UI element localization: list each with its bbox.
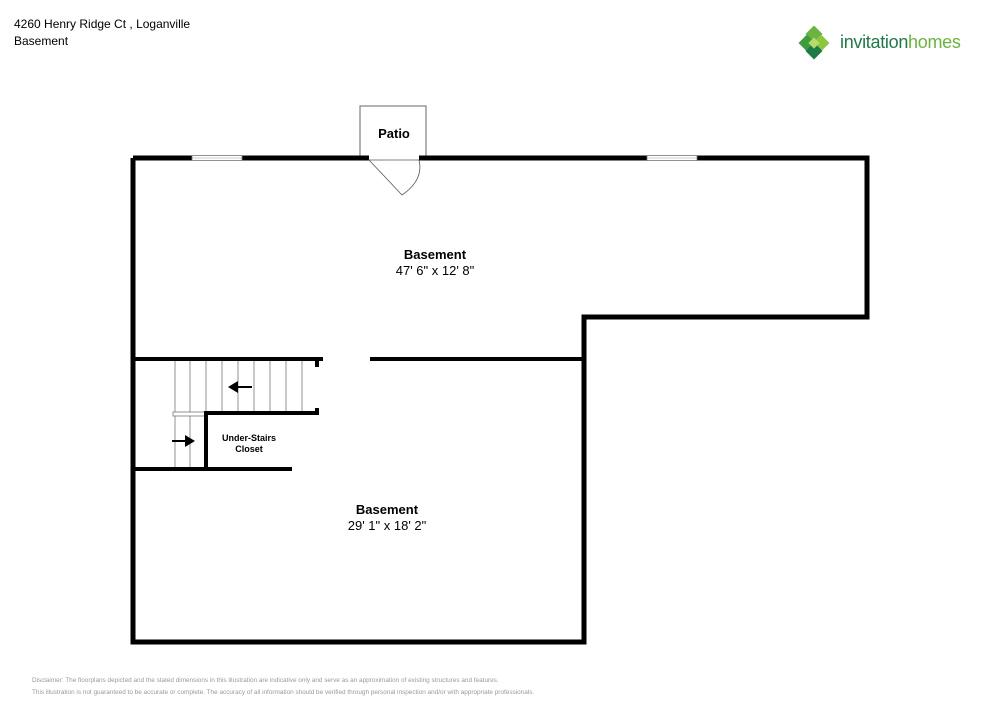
basement-upper-label: Basement (404, 247, 467, 262)
closet-label-line2: Closet (235, 444, 263, 454)
disclaimer: Disclaimer: The floorplans depicted and … (32, 675, 534, 699)
closet-label-line1: Under-Stairs (222, 433, 276, 443)
diamond-cluster-icon (798, 26, 830, 60)
address-block: 4260 Henry Ridge Ct , Loganville Basemen… (14, 16, 190, 50)
logo-text-invitation: invitation (840, 32, 909, 52)
floor-level-label: Basement (14, 34, 69, 48)
basement-lower-label: Basement (356, 502, 419, 517)
patio-label: Patio (378, 126, 410, 141)
arrow-left-icon (228, 381, 252, 393)
outer-walls (130, 155, 870, 645)
patio-door (368, 155, 421, 196)
disclaimer-line1: Disclaimer: The floorplans depicted and … (32, 677, 499, 684)
basement-upper-dims: 47' 6" x 12' 8" (396, 263, 475, 278)
logo-text: invitationhomes (840, 32, 961, 53)
logo-text-homes: homes (908, 32, 961, 52)
property-address: 4260 Henry Ridge Ct , Loganville (14, 17, 191, 31)
basement-lower-dims: 29' 1" x 18' 2" (348, 518, 427, 533)
invitation-homes-logo: invitationhomes (798, 26, 988, 62)
closet-walls (204, 408, 319, 469)
disclaimer-line2: This illustration is not guaranteed to b… (32, 689, 535, 696)
arrow-right-icon (172, 435, 195, 447)
